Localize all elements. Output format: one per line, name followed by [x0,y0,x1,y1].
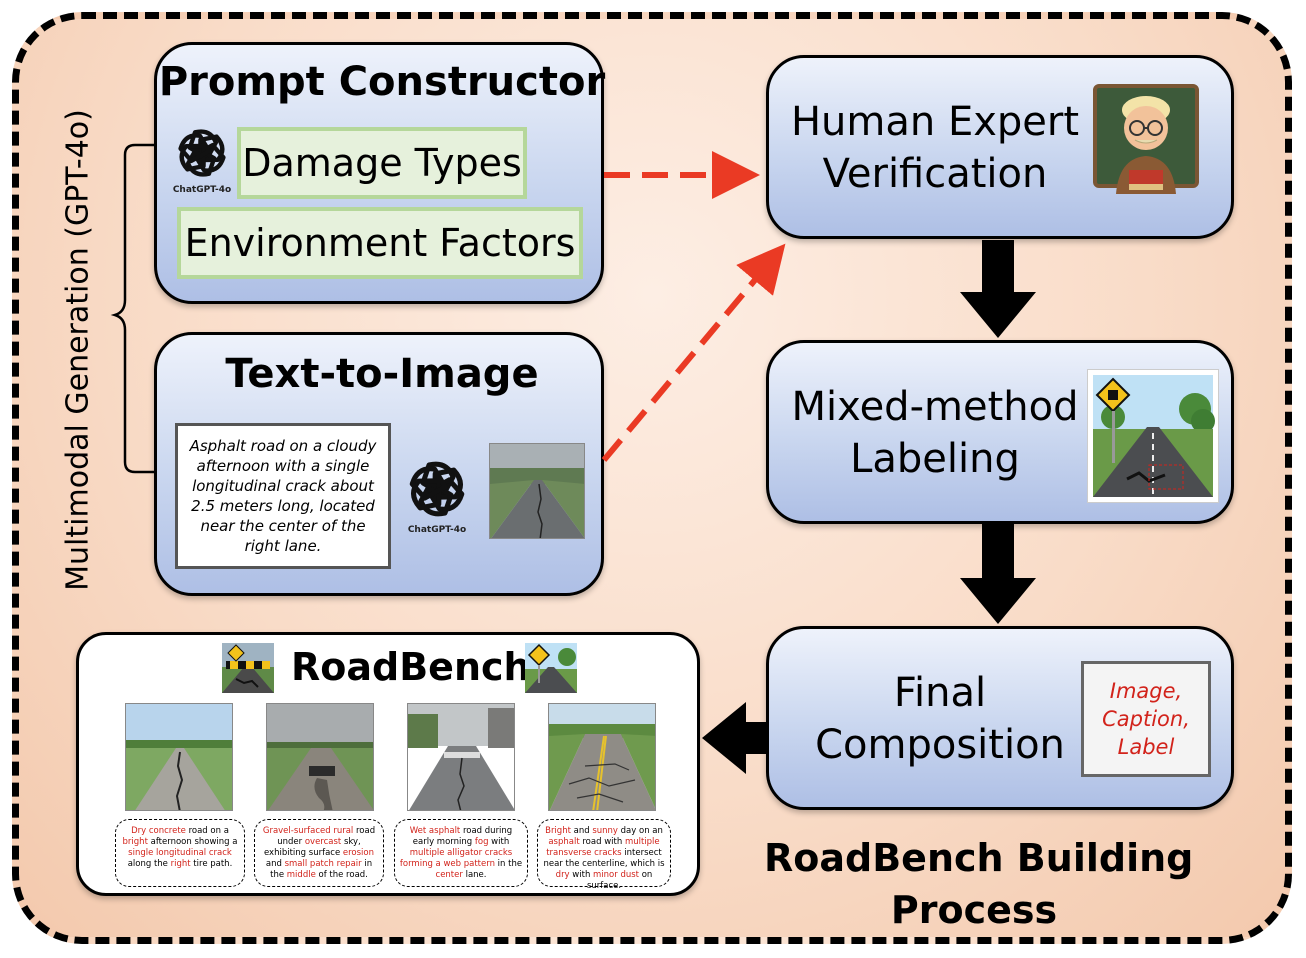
side-label-text: Multimodal Generation (GPT-4o) [60,109,96,591]
generated-road-image [489,443,585,539]
text-to-image-title: Text-to-Image [225,351,539,397]
mixed-method-text: Mixed-method Labeling [785,381,1085,485]
caption-text: and [570,826,593,836]
road-construction-icon [222,643,274,693]
caption-highlight: small patch repair [284,859,362,869]
roadbench-caption-1: Dry concrete road on a bright afternoon … [115,819,245,887]
composition-items-box: Image, Caption, Label [1081,661,1211,777]
final-composition-line2: Composition [815,722,1065,768]
text-to-image-box: Text-to-Image Asphalt road on a cloudy a… [154,332,604,596]
mixed-method-box: Mixed-method Labeling [766,340,1234,524]
human-expert-box: Human Expert Verification [766,55,1234,239]
caption-text: afternoon showing a [147,837,238,847]
caption-highlight: Gravel-surfaced rural [262,826,354,836]
human-expert-line1: Human Expert [790,99,1080,145]
roadbench-caption-4: Bright and sunny day on an asphalt road … [537,819,671,891]
caption-text: with [569,870,594,880]
roadbench-box: RoadBench [76,632,700,896]
damage-types-chip: Damage Types [237,127,527,199]
caption-text: day on an [617,826,663,836]
caption-text: road on a [185,826,229,836]
composition-item: Label [1117,735,1175,759]
chatgpt-logo-2: ChatGPT-4o [401,459,473,535]
roadbench-title: RoadBench [291,645,531,689]
caption-highlight: fog [474,837,489,847]
caption-text: sky, exhibiting surface [263,837,361,858]
footer-title-line2: Process [890,888,1058,932]
composition-item: Caption, [1102,707,1190,731]
roadbench-photo-1 [125,703,233,811]
caption-text: on surface. [586,870,653,891]
chatgpt-logo: ChatGPT-4o [171,127,233,195]
composition-item: Image, [1109,679,1183,703]
roadbench-photo-4 [548,703,656,811]
human-expert-line2: Verification [822,151,1048,197]
roadbench-photo-3 [407,703,515,811]
prompt-constructor-box: Prompt Constructor ChatGPT-4o Damage Typ… [154,42,606,304]
road-sign-small-icon [525,643,577,693]
footer-title-line1: RoadBench Building [764,836,1194,880]
chatgpt-label: ChatGPT-4o [172,185,232,195]
caption-text: in the [270,859,373,880]
caption-text: road under [277,826,376,847]
caption-text: road with [579,837,625,847]
caption-highlight: Wet asphalt [409,826,461,836]
caption-highlight: Bright [545,826,571,836]
roadbench-caption-3: Wet asphalt road during early morning fo… [394,819,528,887]
caption-highlight: sunny [592,826,618,836]
caption-highlight: center [435,870,463,880]
caption-highlight: minor dust [593,870,640,880]
caption-highlight: Dry concrete [131,826,186,836]
caption-highlight: asphalt [548,837,580,847]
chatgpt-label-2: ChatGPT-4o [407,525,467,535]
caption-highlight: middle [286,870,316,880]
road-sign-icon [1087,369,1219,503]
caption-text: in the [494,859,523,869]
roadbench-photo-2 [266,703,374,811]
environment-factors-chip: Environment Factors [177,207,583,279]
caption-highlight: multiple alligator cracks forming a web … [399,848,513,869]
text-to-image-prompt: Asphalt road on a cloudy afternoon with … [175,423,391,569]
caption-highlight: single longitudinal crack [128,848,232,858]
caption-text: tire path. [190,859,233,869]
openai-knot-icon [178,129,226,177]
caption-text: intersect near the centerline, which is [543,848,665,869]
caption-text: with [488,837,510,847]
mixed-method-line1: Mixed-method [791,384,1079,430]
teacher-emoji-icon [1093,84,1199,194]
caption-highlight: right [170,859,191,869]
caption-text: road during early morning [412,826,513,847]
mixed-method-line2: Labeling [850,436,1020,482]
openai-knot-icon [409,461,465,517]
caption-text: and [265,859,285,869]
final-composition-box: Final Composition Image, Caption, Label [766,626,1234,810]
caption-highlight: multiple transverse cracks [546,837,660,858]
roadbench-caption-2: Gravel-surfaced rural road under overcas… [254,819,384,887]
caption-text: along the [127,859,171,869]
caption-highlight: overcast [304,837,342,847]
caption-text: lane. [462,870,487,880]
human-expert-text: Human Expert Verification [785,96,1085,200]
caption-text: of the road. [315,870,368,880]
caption-highlight: bright [122,837,148,847]
final-composition-line1: Final [893,670,987,716]
prompt-constructor-title: Prompt Constructor [158,59,606,105]
brace-connector [110,143,155,474]
footer-title: RoadBench Building Process [764,832,1194,936]
caption-highlight: erosion [342,848,375,858]
final-composition-text: Final Composition [785,667,1095,771]
caption-highlight: dry [555,870,570,880]
